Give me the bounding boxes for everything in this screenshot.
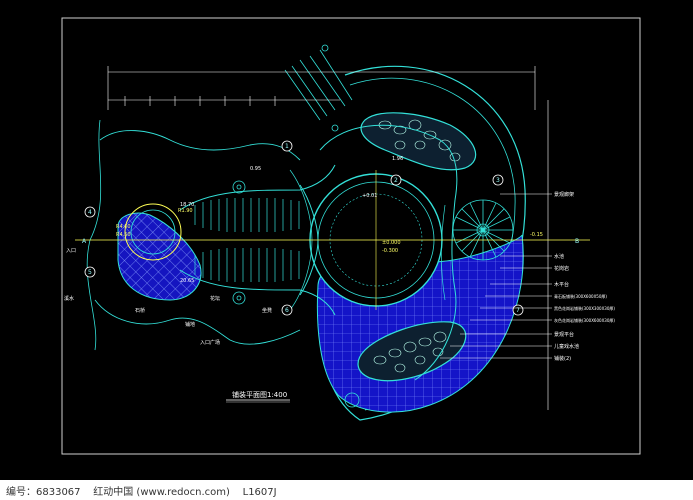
bridge-planks — [194, 198, 300, 282]
dim-h1: 1.96 — [392, 156, 403, 162]
flower-bed-bottom — [357, 321, 467, 382]
label-stream: 溪水 — [64, 295, 74, 302]
marker-4: 4 — [88, 209, 92, 216]
dim-elev2: -0.300 — [382, 248, 398, 254]
marker-a: A — [82, 238, 87, 245]
legend-leaders — [440, 193, 552, 359]
label-paving: 铺地 — [185, 321, 195, 328]
marker-1: 1 — [285, 143, 289, 150]
grid-markers — [84, 140, 524, 316]
dimension-top — [107, 66, 536, 110]
marker-b: B — [575, 238, 579, 245]
label-entry: 入口 — [66, 248, 76, 254]
drawing-frame — [61, 17, 641, 455]
dim-h2: +0.01 — [362, 193, 377, 199]
legend-1: 水池 — [554, 253, 564, 260]
legend-0: 景观廊架 — [554, 191, 574, 198]
dim-h3: 0.95 — [250, 166, 261, 172]
label-garden: 花坛 — [210, 295, 220, 302]
drawing-title: 铺装平面图1:400 — [232, 390, 287, 399]
legend-3: 木平台 — [554, 281, 569, 288]
entry-paths-top — [284, 49, 353, 121]
pavilion — [452, 199, 514, 261]
label-people: 入口广场 — [200, 339, 220, 346]
marker-7: 7 — [516, 307, 520, 314]
marker-6: 6 — [285, 307, 289, 314]
marker-2: 2 — [394, 177, 398, 184]
dim-r1: R4.60 — [116, 224, 131, 230]
tree-symbols — [232, 124, 360, 408]
legend-5: 黑色花岗岩铺装(300X300X30厚) — [554, 305, 615, 311]
legend-6: 灰色花岗岩铺装(300X600X30厚) — [554, 317, 615, 323]
marker-5: 5 — [88, 269, 92, 276]
dim-h5: 20.65 — [180, 278, 194, 284]
label-bench: 坐凳 — [262, 307, 272, 314]
legend-4: 青石板铺装(300X600X50厚) — [554, 293, 607, 299]
legend-8: 儿童戏水池 — [554, 343, 579, 350]
marker-3: 3 — [496, 177, 500, 184]
dim-r2: R4.50 — [116, 232, 131, 238]
dim-elev1: ±0.000 — [382, 240, 401, 246]
bridge-top — [179, 164, 336, 211]
dim-h4: 18.70 — [180, 202, 194, 208]
label-stone: 石桥 — [135, 307, 145, 314]
dim-r3: R1.90 — [178, 208, 193, 214]
left-circle — [124, 203, 182, 261]
dim-elev4: -0.15 — [530, 232, 543, 238]
cad-drawing: 1 2 3 4 5 6 7 A B R4.60 R4.50 R1.90 ±0.0… — [61, 17, 641, 455]
cad-drawing-viewport[interactable]: 1 2 3 4 5 6 7 A B R4.60 R4.50 R1.90 ±0.0… — [0, 0, 693, 480]
watermark-bar — [0, 480, 693, 500]
legend-7: 景观平台 — [554, 331, 574, 338]
legend-2: 花岗岩 — [554, 265, 569, 272]
garden-outline-left — [99, 130, 301, 161]
legend-9: 铺装(2) — [554, 355, 571, 362]
left-pond — [117, 212, 202, 301]
watermark-text: 编号：6833067 红动中国 (www.redocn.com) L1607J — [6, 487, 277, 498]
